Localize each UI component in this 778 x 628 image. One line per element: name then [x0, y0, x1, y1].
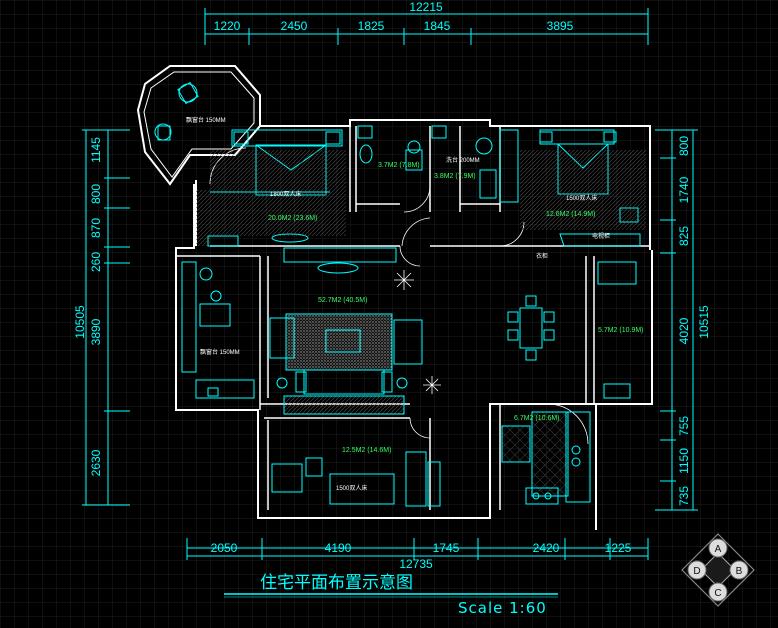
room-label-living: 52.7M2 (40.5M)	[318, 297, 367, 304]
right-dim-2: 1740	[677, 176, 691, 203]
room-label-wc1: 3.7M2 (7.8M)	[378, 162, 420, 169]
left-dim-3: 870	[89, 218, 103, 238]
left-dim-2: 800	[89, 184, 103, 204]
view-cube-bottom-label: C	[714, 588, 721, 599]
floor-hatching	[196, 150, 646, 246]
right-dim-7: 735	[677, 486, 691, 506]
room-label-kitchen: 6.7M2 (10.6M)	[514, 415, 560, 422]
bottom-dim-3: 1745	[433, 541, 460, 555]
view-cube-right-label: B	[736, 566, 743, 577]
note-left-bay: 飘窗台 150MM	[200, 348, 240, 356]
view-cube-left-label: D	[693, 566, 700, 577]
view-cube-top-button[interactable]	[708, 538, 728, 558]
room-labels: 20.0M2 (23.6M) 3.7M2 (7.8M) 3.8M2 (7.9M)…	[268, 162, 644, 454]
drawing-title: 住宅平面布置示意图	[260, 573, 413, 593]
bottom-total-dimension: 12735	[399, 557, 433, 571]
furniture-notes: 1800双人床 1500双人床 1500双人床 飘窗台 150MM 飘窗台 15…	[186, 116, 610, 492]
top-total-dimension: 12215	[409, 0, 443, 14]
top-dim-3: 1825	[358, 19, 385, 33]
right-dim-6: 1150	[677, 448, 691, 474]
bottom-dim-1: 2050	[211, 541, 238, 555]
plants	[394, 270, 441, 394]
top-dim-4: 1845	[424, 19, 451, 33]
right-dim-3: 825	[677, 226, 691, 246]
left-dimension-lines	[82, 129, 130, 506]
room-label-dining: 5.7M2 (10.9M)	[598, 327, 644, 334]
left-dim-6: 2630	[89, 449, 103, 476]
drawing-scale: Scale 1:60	[458, 599, 547, 617]
view-cube-bottom-button[interactable]	[708, 582, 728, 602]
bottom-dim-4: 2420	[533, 541, 560, 555]
note-wash: 洗台 200MM	[446, 156, 480, 164]
right-dimension-lines	[655, 129, 698, 511]
room-label-wc2: 3.8M2 (7.9M)	[434, 173, 476, 180]
note-bay: 飘窗台 150MM	[186, 116, 226, 124]
note-tv: 电视柜	[592, 232, 610, 240]
right-dim-5: 755	[677, 416, 691, 436]
view-cube-right-button[interactable]	[729, 560, 749, 580]
left-total-dimension: 10505	[73, 305, 87, 339]
room-label-master-bedroom: 20.0M2 (23.6M)	[268, 215, 317, 222]
note-bed2: 1500双人床	[566, 194, 597, 202]
furniture	[154, 81, 641, 507]
top-dim-5: 3895	[547, 19, 574, 33]
right-dim-1: 800	[677, 136, 691, 156]
view-cube-top-label: A	[715, 544, 722, 555]
right-dim-4: 4020	[677, 317, 691, 344]
room-label-bedroom2: 12.6M2 (14.9M)	[546, 211, 595, 218]
bottom-dim-5: 1225	[605, 541, 632, 555]
note-wardrobe: 衣柜	[536, 252, 548, 260]
top-dimension-lines	[204, 8, 649, 45]
view-cube-left-button[interactable]	[687, 560, 707, 580]
note-bed3: 1500双人床	[336, 484, 367, 492]
room-label-bedroom3: 12.5M2 (14.6M)	[342, 447, 391, 454]
note-master-bed: 1800双人床	[270, 190, 301, 198]
left-dim-1: 1145	[89, 137, 103, 163]
left-dim-5: 3890	[89, 318, 103, 345]
bottom-dim-2: 4190	[325, 541, 352, 555]
view-cube[interactable]: A B C D	[681, 533, 755, 607]
top-dim-1: 1220	[214, 19, 241, 33]
left-dim-4: 260	[89, 252, 103, 272]
bottom-dimension-lines	[186, 538, 649, 560]
top-dim-2: 2450	[281, 19, 308, 33]
right-total-dimension: 10515	[697, 305, 711, 339]
